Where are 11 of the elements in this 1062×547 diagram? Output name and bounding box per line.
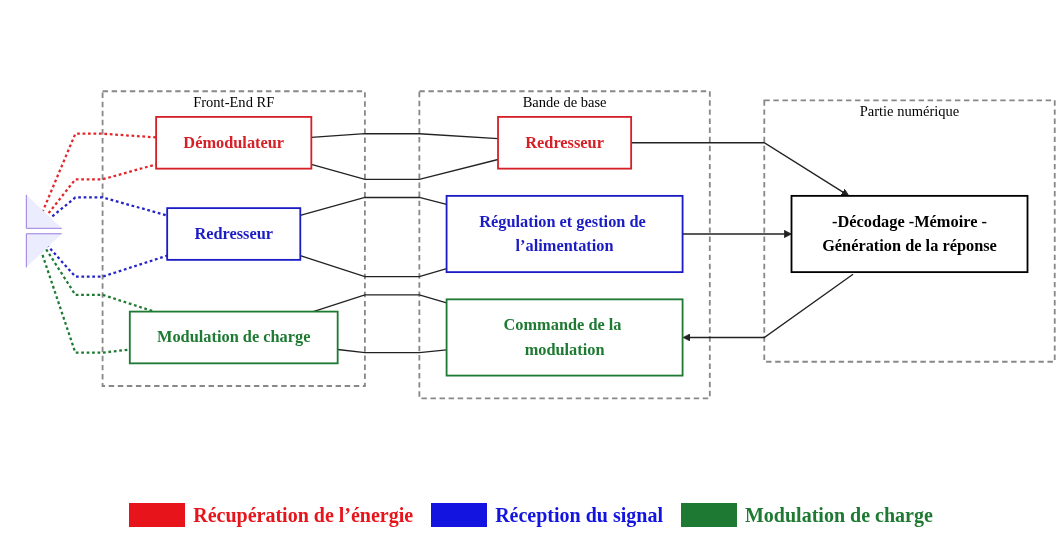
arrow	[682, 273, 854, 342]
node-box: Régulation et gestion de l’alimentation	[445, 195, 684, 274]
legend-label: Modulation de charge	[745, 503, 933, 527]
node-box: Démodulateur	[155, 116, 313, 170]
node-box: Redresseur	[166, 207, 302, 261]
legend-label: Réception du signal	[495, 503, 663, 527]
node-box: -Décodage -Mémoire -Génération de la réponse	[790, 195, 1029, 274]
node-box: Commande de la modulation	[445, 298, 684, 377]
legend-label: Récupération de l’énergie	[193, 503, 414, 527]
node-box: Modulation de charge	[128, 310, 339, 365]
node-box: Redresseur	[497, 116, 633, 170]
